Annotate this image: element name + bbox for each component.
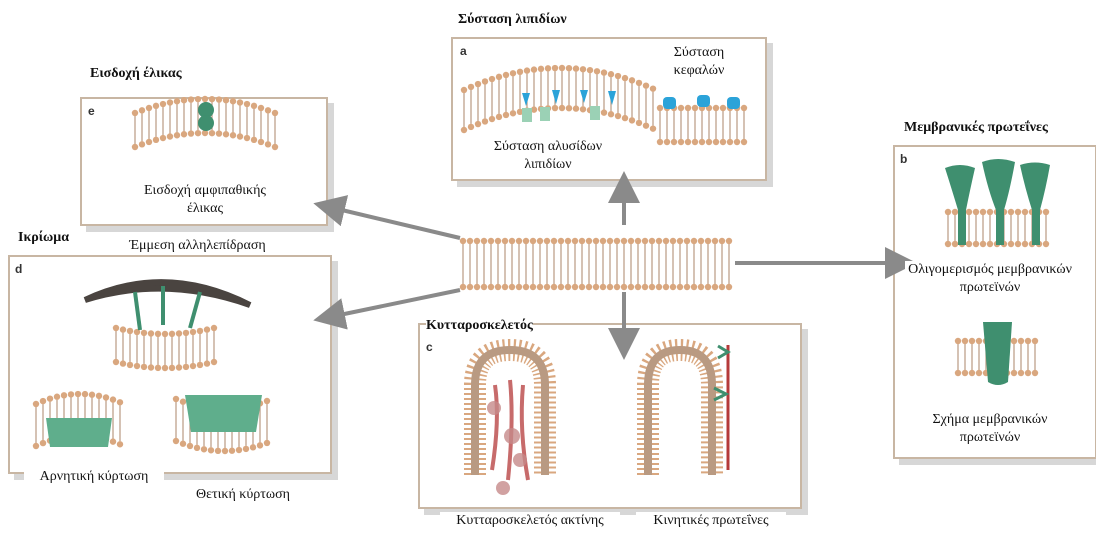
panel-d-letter: d: [15, 262, 22, 276]
caption-negative: Αρνητική κύρτωση: [24, 468, 164, 486]
caption-amphipathic-helix: Εισδοχή αμφιπαθικής έλικας: [130, 182, 280, 218]
panel-d-title: Ικρίωμα: [18, 230, 69, 246]
arrow-to-d: [325, 290, 460, 318]
panel-e-title: Εισδοχή έλικας: [90, 66, 182, 82]
caption-protein-shape: Σχήμα μεμβρανικών πρωτεϊνών: [905, 411, 1075, 447]
panel-e-letter: e: [88, 104, 95, 118]
bilayer-panel-a-head: [657, 105, 747, 145]
caption-chain-composition: Σύσταση αλυσίδων λιπιδίων: [478, 138, 618, 174]
caption-indirect: Έμμεση αλληλεπίδραση: [95, 237, 300, 255]
oligomer-proteins: [945, 159, 1050, 245]
positive-curvature-protein: [185, 395, 262, 432]
bilayer-center: [460, 238, 732, 290]
panel-b-title: Μεμβρανικές πρωτεΐνες: [904, 120, 1048, 136]
caption-oligomerization: Ολιγομερισμός μεμβρανικών πρωτεϊνών: [905, 261, 1075, 297]
panel-b-letter: b: [900, 152, 907, 166]
caption-actin: Κυτταροσκελετός ακτίνης: [440, 512, 620, 530]
bilayer-panel-a-chain: [461, 65, 656, 133]
panel-a-letter: a: [460, 44, 467, 58]
head-composition-markers: [663, 95, 740, 109]
caption-head-composition: Σύσταση κεφαλών: [664, 44, 734, 80]
bilayer-panel-d-top: [113, 325, 217, 371]
negative-curvature-protein: [46, 418, 112, 447]
panel-a-title: Σύσταση λιπιδίων: [458, 12, 567, 28]
caption-positive: Θετική κύρτωση: [178, 486, 308, 504]
caption-motor: Κινητικές πρωτεΐνες: [636, 512, 786, 530]
arrows: [325, 183, 905, 348]
panel-c-letter: c: [426, 340, 433, 354]
arrow-to-e: [325, 206, 460, 238]
panel-c-title: Κυτταροσκελετός: [426, 318, 533, 334]
scaffold-protein: [85, 282, 250, 305]
